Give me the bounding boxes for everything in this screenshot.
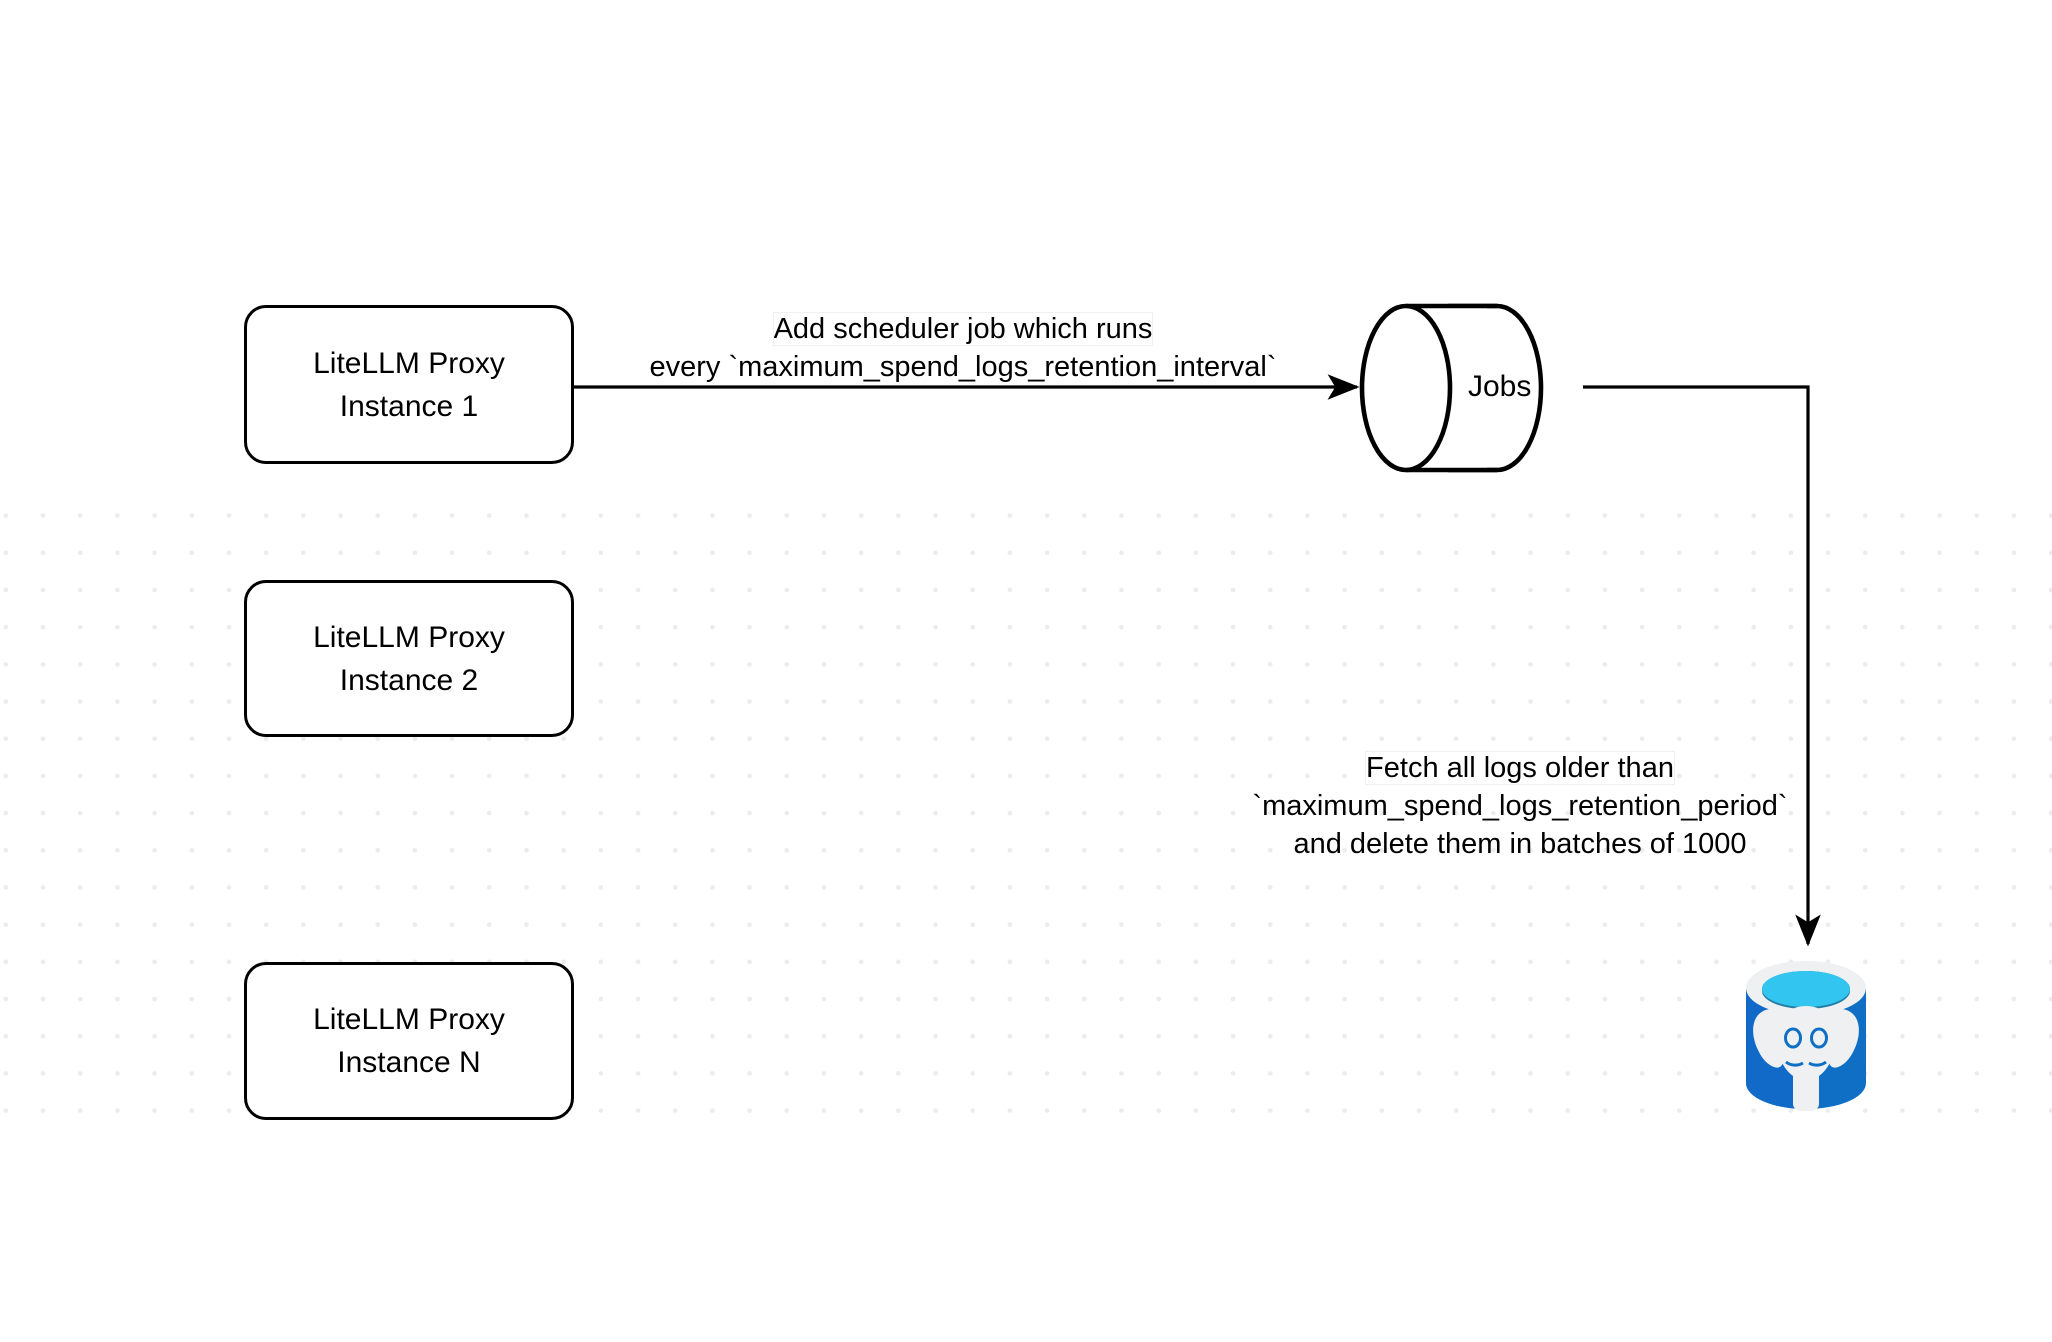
edge-label-cleanup: Fetch all logs older than `maximum_spend…: [1240, 749, 1800, 863]
node-label-line1: LiteLLM Proxy: [313, 620, 505, 654]
edge-label-scheduler-line2: every `maximum_spend_logs_retention_inte…: [649, 351, 1277, 383]
edge-label-scheduler: Add scheduler job which runs every `maxi…: [613, 310, 1313, 386]
node-label-line1: LiteLLM Proxy: [313, 346, 505, 380]
edge-jobs-to-database: [1583, 385, 1821, 947]
node-label-line1: LiteLLM Proxy: [313, 1003, 505, 1036]
edge-label-scheduler-line1: Add scheduler job which runs: [772, 312, 1154, 346]
node-label-line2: Instance 1: [339, 389, 479, 423]
node-litellm-proxy-instance-1[interactable]: LiteLLM Proxy Instance 1: [244, 305, 574, 464]
node-label-jobs: Jobs: [1468, 370, 1532, 403]
jobs-cylinder-shape: [1359, 303, 1544, 473]
node-label-line2: Instance 2: [339, 663, 479, 697]
edge-label-cleanup-line3: and delete them in batches of 1000: [1293, 828, 1747, 860]
node-litellm-proxy-instance-2[interactable]: LiteLLM Proxy Instance 2: [244, 580, 574, 737]
node-label-line2: Instance N: [337, 1046, 481, 1079]
edge-label-cleanup-line1: Fetch all logs older than: [1365, 751, 1675, 785]
node-litellm-proxy-instance-n[interactable]: LiteLLM Proxy Instance N: [244, 962, 574, 1120]
edge-label-cleanup-line2: `maximum_spend_logs_retention_period`: [1252, 790, 1788, 822]
postgresql-database-icon: [1746, 961, 1866, 1111]
